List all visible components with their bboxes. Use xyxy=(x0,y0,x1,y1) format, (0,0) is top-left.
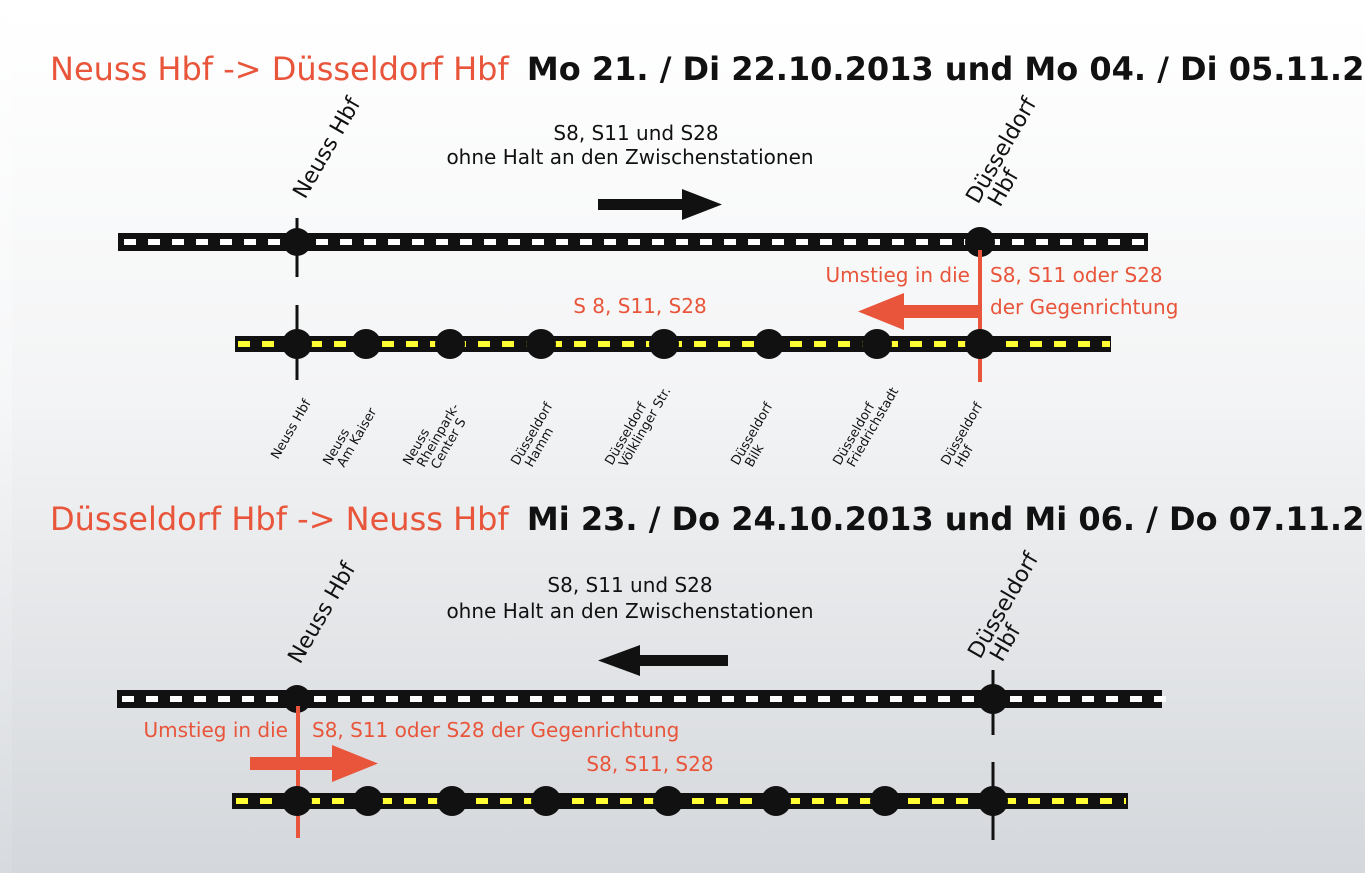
section2-local-stop-3 xyxy=(531,786,561,816)
section1-local-stop-5 xyxy=(754,329,784,359)
section1-dates: Mo 21. / Di 22.10.2013 und Mo 04. / Di 0… xyxy=(527,50,1365,88)
station-label-0-line-0: Neuss Hbf xyxy=(268,397,314,462)
section2-transfer-arrow xyxy=(250,745,378,782)
section2-local-stops xyxy=(282,786,1008,816)
section2-dates: Mi 23. / Do 24.10.2013 und Mi 06. / Do 0… xyxy=(527,500,1365,538)
section1-local-stop-4 xyxy=(649,329,679,359)
section2-local-stop-1 xyxy=(353,786,383,816)
section1-express-stop-neuss xyxy=(283,228,311,256)
section1-transfer-lines-1: S8, S11 oder S28 xyxy=(990,263,1163,287)
section1-route: Neuss Hbf -> Düsseldorf Hbf xyxy=(50,50,509,88)
section1-express-note: ohne Halt an den Zwischenstationen xyxy=(446,145,813,169)
section2-local-stop-5 xyxy=(761,786,791,816)
section1-transfer-arrow xyxy=(858,293,980,330)
section1-local-stop-2 xyxy=(435,329,465,359)
section2-route: Düsseldorf Hbf -> Neuss Hbf xyxy=(50,500,509,538)
section1-local-stop-1 xyxy=(351,329,381,359)
section1-local-stop-6 xyxy=(862,329,892,359)
section1-express-lines: S8, S11 und S28 xyxy=(553,121,718,145)
section1-local-stops xyxy=(282,329,995,359)
diagram-frame xyxy=(12,12,1365,873)
section2-express-note: ohne Halt an den Zwischenstationen xyxy=(446,599,813,623)
section1-transfer-lines-2: der Gegenrichtung xyxy=(990,295,1178,319)
section2-local-stop-0 xyxy=(282,786,312,816)
section2-local-stop-6 xyxy=(870,786,900,816)
section1-local-stop-7 xyxy=(965,329,995,359)
section2-express-lines: S8, S11 und S28 xyxy=(547,573,712,597)
section1-transfer-label: Umstieg in die xyxy=(826,263,970,287)
section2-local-stop-4 xyxy=(653,786,683,816)
section2-local-stop-2 xyxy=(437,786,467,816)
section2-title: Düsseldorf Hbf -> Neuss Hbf Mi 23. / Do … xyxy=(50,500,1365,538)
section2-top-label-neuss: Neuss Hbf xyxy=(284,557,362,668)
section2-express-stop-neuss xyxy=(283,685,311,713)
section2-express-track xyxy=(117,690,1175,708)
section1-direction-arrow xyxy=(598,189,722,220)
section2-transfer-lines: S8, S11 oder S28 der Gegenrichtung xyxy=(312,718,679,742)
section1-local-stop-3 xyxy=(526,329,556,359)
section1-top-label-neuss: Neuss Hbf xyxy=(289,92,367,203)
section1-local-stop-0 xyxy=(282,329,312,359)
section2-direction-arrow xyxy=(598,645,728,676)
section1-local-lines: S 8, S11, S28 xyxy=(573,294,707,318)
section2-local-stop-7 xyxy=(978,786,1008,816)
section2-transfer-label: Umstieg in die xyxy=(144,718,288,742)
section2-express-stop-dus xyxy=(978,684,1008,714)
section1-express-stop-dus xyxy=(965,227,995,257)
section1-title: Neuss Hbf -> Düsseldorf Hbf Mo 21. / Di … xyxy=(50,50,1365,88)
section2-local-lines: S8, S11, S28 xyxy=(586,752,713,776)
